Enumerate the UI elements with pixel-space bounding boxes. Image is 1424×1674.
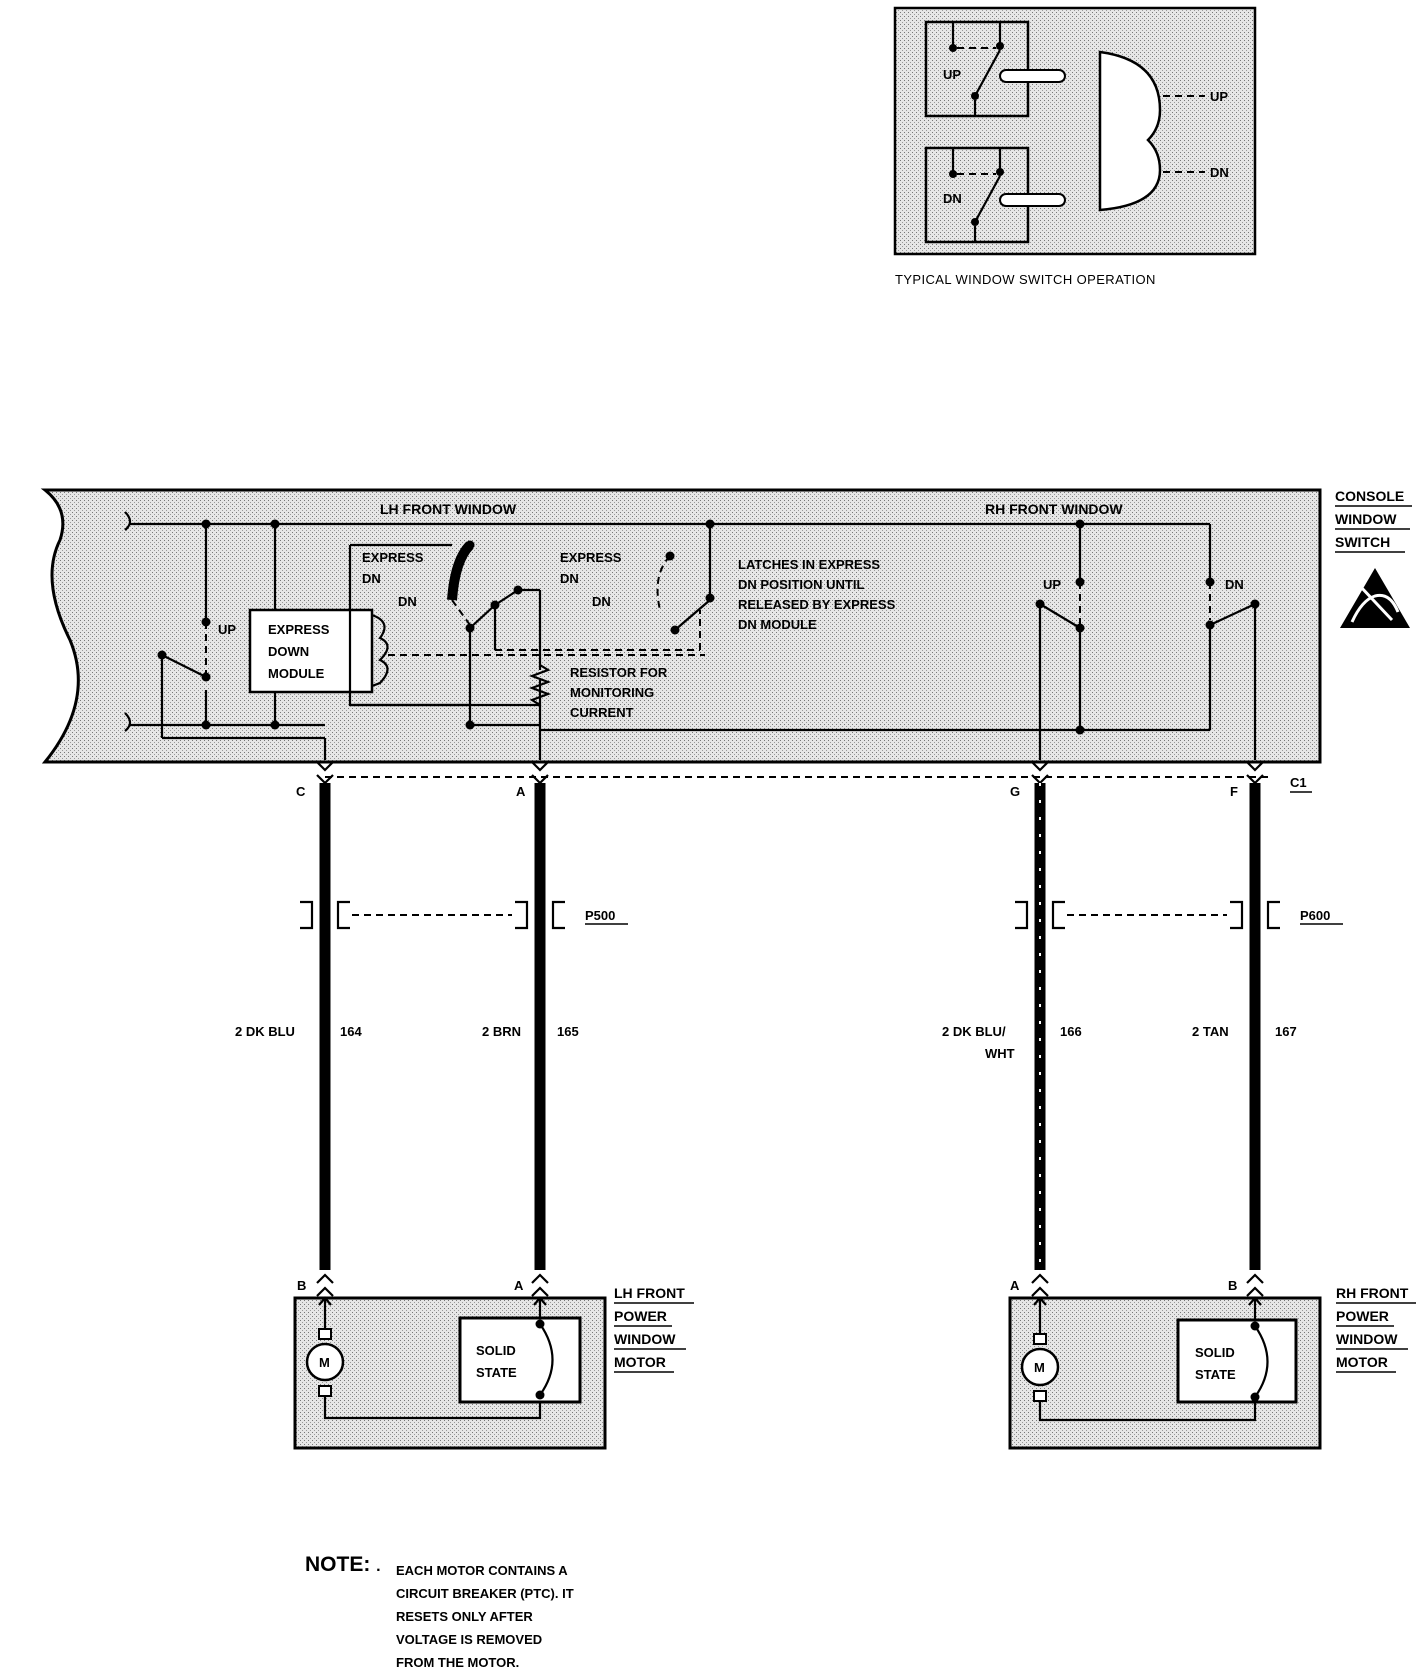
rh-front-motor: M SOLID STATE [1008, 1296, 1322, 1450]
lh-motor-title-line-3: WINDOW [614, 1331, 676, 1347]
harness-wires [316, 761, 1264, 1270]
wire-165-circuit: 165 [557, 1024, 579, 1039]
console-title-line-1: CONSOLE [1335, 488, 1404, 504]
inline-connector-p500: P500 [300, 900, 628, 930]
wire-167-circuit: 167 [1275, 1024, 1297, 1039]
wire-166-color-line-1: 2 DK BLU/ [942, 1024, 1006, 1039]
express-dn-1-line-2: DN [362, 571, 381, 586]
lh-solid-state-box [458, 1316, 582, 1404]
wire-167-color: 2 TAN [1192, 1024, 1229, 1039]
dn-a-label: DN [398, 594, 417, 609]
latch-note-line-3: RELEASED BY EXPRESS [738, 597, 896, 612]
rh-motor-title: RH FRONT POWER WINDOW MOTOR [1336, 1285, 1416, 1373]
lh-motor-title: LH FRONT POWER WINDOW MOTOR [614, 1285, 694, 1373]
left-up-label: UP [218, 622, 236, 637]
p500-label: P500 [585, 908, 615, 923]
rh-dn-label: DN [1225, 577, 1244, 592]
note-marker: . [376, 1558, 381, 1575]
pin-top-g: G [1010, 784, 1020, 799]
rh-motor-icon [1020, 1347, 1060, 1387]
lh-solid-state-line-2: STATE [476, 1365, 517, 1380]
esd-warning-icon [1340, 568, 1410, 628]
rh-motor-title-line-2: POWER [1336, 1308, 1389, 1324]
pin-top-f: F [1230, 784, 1238, 799]
rh-motor-title-line-1: RH FRONT [1336, 1285, 1409, 1301]
console-title-line-2: WINDOW [1335, 511, 1397, 527]
lh-motor-icon [305, 1342, 345, 1382]
inline-connector-p600: P600 [1015, 900, 1343, 930]
inset-dn-label: DN [943, 191, 962, 206]
wire-164-color: 2 DK BLU [235, 1024, 295, 1039]
inset-caption: TYPICAL WINDOW SWITCH OPERATION [895, 272, 1156, 287]
rh-front-window-label: RH FRONT WINDOW [985, 501, 1123, 517]
wire-166-circuit: 166 [1060, 1024, 1082, 1039]
lh-motor-title-line-2: POWER [614, 1308, 667, 1324]
rh-up-label: UP [1043, 577, 1061, 592]
latch-note-line-4: DN MODULE [738, 617, 817, 632]
inset-arrow-up-label: UP [1210, 89, 1228, 104]
express-dn-1-line-1: EXPRESS [362, 550, 424, 565]
inset-up-label: UP [943, 67, 961, 82]
inset-switch-operation: UP DN UP DN [893, 6, 1257, 256]
pin-top-a: A [516, 784, 526, 799]
rocker-button-shape [1098, 50, 1162, 212]
note-body: EACH MOTOR CONTAINS A CIRCUIT BREAKER (P… [396, 1563, 574, 1670]
rh-solid-state-line-1: SOLID [1195, 1345, 1235, 1360]
lh-motor-symbol: M [319, 1355, 330, 1370]
pin-bottom-b-lh: B [297, 1278, 306, 1293]
resistor-note-line-2: MONITORING [570, 685, 654, 700]
console-title-line-3: SWITCH [1335, 534, 1390, 550]
wire-164-circuit: 164 [340, 1024, 362, 1039]
resistor-icon [528, 664, 552, 706]
resistor-note-line-3: CURRENT [570, 705, 634, 720]
latch-note-line-2: DN POSITION UNTIL [738, 577, 864, 592]
pin-bottom-a-rh: A [1010, 1278, 1020, 1293]
relay-coil-icon [371, 613, 389, 688]
inset-arrow-dn-label: DN [1210, 165, 1229, 180]
module-line-3: MODULE [268, 666, 325, 681]
console-switch-title: CONSOLE WINDOW SWITCH [1335, 488, 1412, 553]
p600-label: P600 [1300, 908, 1330, 923]
rh-solid-state-box [1176, 1318, 1298, 1404]
switch-internal-wiring: UP EXPRESS DOWN MODULE EXPRESS DN DN RES [124, 511, 1260, 760]
lh-solid-state-line-1: SOLID [476, 1343, 516, 1358]
module-line-2: DOWN [268, 644, 309, 659]
lh-front-motor: M SOLID STATE [293, 1296, 607, 1450]
wire-165-color: 2 BRN [482, 1024, 521, 1039]
module-line-1: EXPRESS [268, 622, 330, 637]
express-down-module-box [248, 608, 374, 694]
lh-motor-title-line-4: MOTOR [614, 1354, 666, 1370]
pin-top-c: C [296, 784, 306, 799]
lh-front-window-label: LH FRONT WINDOW [380, 501, 517, 517]
c1-connector-label: C1 [1290, 775, 1307, 790]
latch-note-line-1: LATCHES IN EXPRESS [738, 557, 880, 572]
inset-frame [893, 6, 1257, 256]
wire-166-color-line-2: WHT [985, 1046, 1015, 1061]
express-dn-2-line-2: DN [560, 571, 579, 586]
rh-motor-title-line-3: WINDOW [1336, 1331, 1398, 1347]
dn-b-label: DN [592, 594, 611, 609]
resistor-note-line-1: RESISTOR FOR [570, 665, 668, 680]
rh-solid-state-line-2: STATE [1195, 1367, 1236, 1382]
pin-bottom-a-lh: A [514, 1278, 524, 1293]
express-dn-2-line-1: EXPRESS [560, 550, 622, 565]
lh-motor-title-line-1: LH FRONT [614, 1285, 685, 1301]
rh-motor-symbol: M [1034, 1360, 1045, 1375]
pin-bottom-b-rh: B [1228, 1278, 1237, 1293]
console-switch-housing [40, 488, 1322, 764]
note-heading-text: NOTE: [305, 1553, 371, 1576]
rh-motor-title-line-4: MOTOR [1336, 1354, 1388, 1370]
note-heading: NOTE: . [305, 1553, 381, 1577]
